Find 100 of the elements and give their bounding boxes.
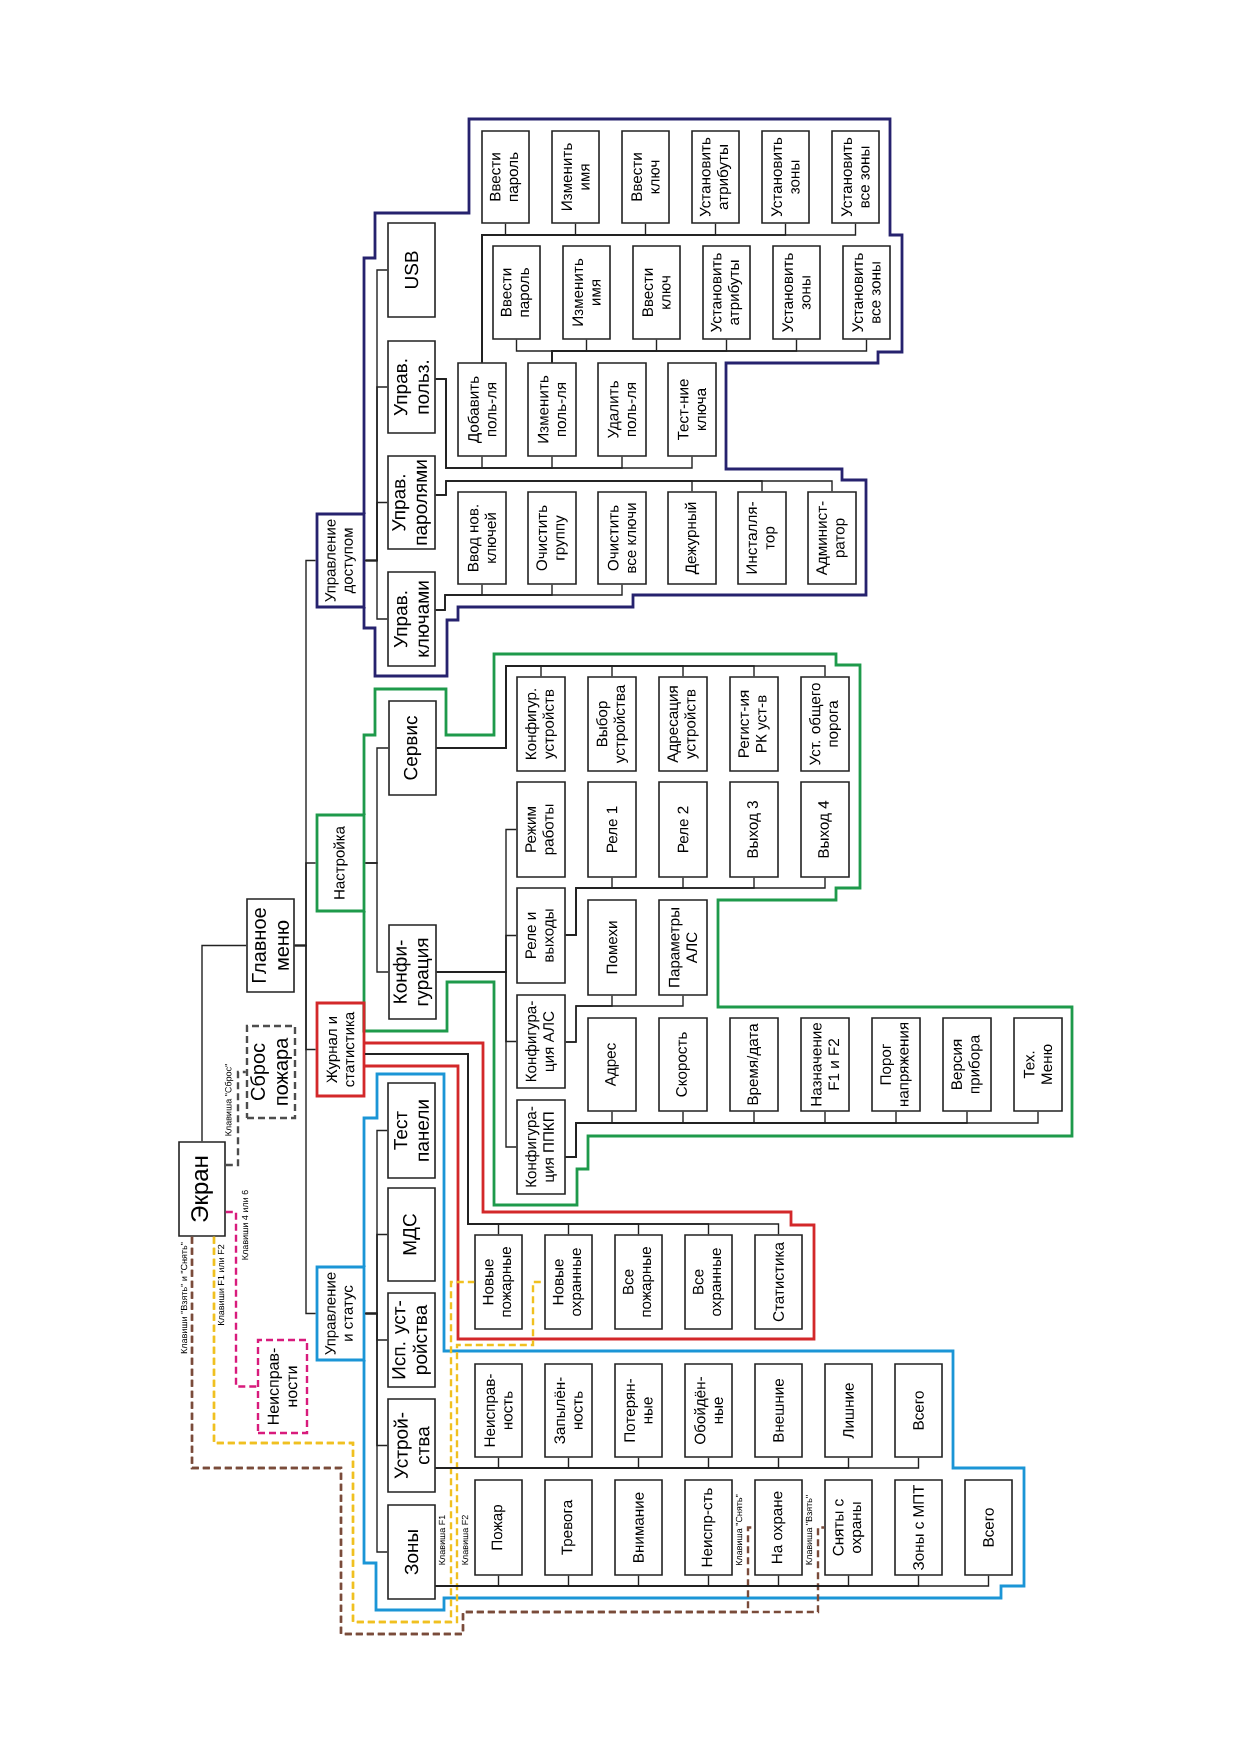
menu-box: Исп. уст- ройства: [387, 1292, 436, 1388]
menu-box: Главное меню: [246, 898, 295, 993]
menu-box: На охране: [754, 1479, 803, 1576]
line-label: Клавиши F1 или F2: [217, 1244, 225, 1325]
menu-box: Установить все зоны: [842, 245, 891, 340]
menu-box: Реле 1: [587, 781, 637, 878]
edge-label: Клавиша F2: [461, 1515, 469, 1565]
menu-box: Потерян- ные: [614, 1363, 663, 1458]
dashed-line: [225, 1210, 257, 1388]
menu-box: Все пожарные: [614, 1234, 663, 1330]
menu-box: Дежурный: [667, 491, 717, 585]
menu-box: Всего: [964, 1479, 1013, 1576]
menu-box: Выход 4: [800, 781, 850, 878]
menu-box: МДС: [387, 1187, 436, 1282]
connector-line: [364, 747, 389, 864]
dashed-box: Сброс пожара: [245, 1024, 297, 1120]
menu-box: Изменить поль-ля: [527, 362, 577, 457]
edge-label: Клавиши 4 или 6: [241, 1190, 249, 1260]
menu-box: Помехи: [587, 899, 637, 996]
menu-box: Реле и выходы: [516, 887, 566, 984]
menu-box: Внешние: [754, 1363, 803, 1458]
menu-box: Все охранные: [684, 1234, 733, 1330]
menu-box: Выход 3: [729, 781, 779, 878]
menu-box: Адрес: [587, 1017, 637, 1112]
connector-line: [435, 378, 693, 469]
menu-box: Админист- ратор: [807, 491, 857, 585]
menu-box: Регист-ия РК уст-в: [729, 676, 779, 772]
menu-box: Внимание: [614, 1479, 663, 1576]
connector-line: [364, 1129, 388, 1315]
menu-box: Ввести ключ: [632, 245, 681, 340]
menu-box: Статистика: [754, 1234, 803, 1330]
edge-label: Клавиша "Снять": [735, 1494, 743, 1566]
menu-box: Параметры АЛС: [658, 899, 708, 996]
edge-label: Клавиша F1: [438, 1515, 446, 1565]
menu-box: Порог напряжения: [871, 1017, 921, 1112]
menu-box: Конфигур. устройств: [516, 676, 566, 772]
edge-label: Клавиша "Взять": [805, 1495, 813, 1565]
menu-box: Инсталля- тор: [737, 491, 787, 585]
menu-box: Версия прибора: [942, 1017, 992, 1112]
menu-box: Выбор устройства: [587, 676, 637, 772]
menu-box: Режим работы: [516, 781, 566, 878]
menu-box: Тех. Меню: [1013, 1017, 1063, 1112]
menu-box: Конфи- гурация: [388, 924, 437, 1020]
menu-box: Уст. общего порога: [800, 676, 850, 772]
menu-box: Управ. ключами: [387, 571, 436, 667]
menu-box: Ввод нов. ключей: [457, 491, 507, 585]
menu-box: Сервис: [388, 700, 437, 796]
menu-box: Новые пожарные: [474, 1234, 523, 1330]
connector-line: [481, 223, 857, 363]
menu-box: Установить зоны: [772, 245, 821, 340]
menu-box: Назначение F1 и F2: [800, 1017, 850, 1112]
menu-box: Время/дата: [729, 1017, 779, 1112]
menu-box: Изменить имя: [551, 130, 600, 224]
connector-line: [364, 269, 388, 562]
menu-box: Ввести пароль: [481, 130, 530, 224]
menu-box: Лишние: [824, 1363, 873, 1458]
menu-box: Новые охранные: [544, 1234, 593, 1330]
connector-line: [435, 480, 833, 496]
menu-box: Управ. паролями: [387, 455, 436, 550]
menu-box: Пожар: [474, 1479, 523, 1576]
menu-box: Неисправ- ность: [474, 1363, 523, 1458]
connector-line: [364, 1053, 780, 1235]
menu-box: Управ. польз.: [387, 340, 436, 434]
line-label: Клавиши "Взять" и "Снять": [180, 1242, 188, 1354]
connector-line: [565, 877, 826, 936]
connector-line: [565, 995, 684, 1043]
dashed-box: Неисправ- ности: [256, 1338, 309, 1435]
menu-box: Тест-ние ключа: [667, 362, 717, 457]
menu-box: Адресация устройств: [658, 676, 708, 772]
menu-box: Устрой- ства: [387, 1398, 436, 1493]
menu-box: Зоны: [387, 1504, 436, 1600]
dashed-line: [225, 1070, 246, 1167]
menu-box: Обойдён- ные: [684, 1363, 733, 1458]
menu-box: USB: [387, 222, 436, 318]
menu-box: Тревога: [544, 1479, 593, 1576]
menu-box: Конфигура- ция АЛС: [516, 994, 566, 1089]
menu-box: Изменить имя: [562, 245, 611, 340]
menu-box: Зоны с МПТ: [894, 1479, 943, 1576]
menu-box: Очистить все ключи: [597, 491, 647, 585]
menu-box: Всего: [894, 1363, 943, 1458]
connector-line: [436, 665, 826, 749]
connector-line: [436, 828, 517, 973]
menu-box: Удалить поль-ля: [597, 362, 647, 457]
menu-box: Реле 2: [658, 781, 708, 878]
menu-box: Ввести ключ: [621, 130, 670, 224]
menu-box: Скорость: [658, 1017, 708, 1112]
menu-box: Установить атрибуты: [702, 245, 751, 340]
menu-box: Управление доступом: [315, 512, 366, 609]
connector-line: [435, 584, 623, 611]
menu-box: Запылён- ность: [544, 1363, 593, 1458]
menu-box: Установить атрибуты: [691, 130, 740, 224]
menu-box: Экран: [178, 1141, 226, 1237]
menu-box: Тест панели: [387, 1082, 436, 1179]
connector-line: [294, 559, 317, 947]
menu-box: Установить зоны: [761, 130, 810, 224]
menu-box: Управление и статус: [315, 1265, 366, 1362]
menu-box: Добавить поль-ля: [457, 362, 507, 457]
connector-line: [201, 944, 247, 1142]
menu-box: Сняты с охраны: [824, 1479, 873, 1576]
menu-box: Ввести пароль: [492, 245, 541, 340]
